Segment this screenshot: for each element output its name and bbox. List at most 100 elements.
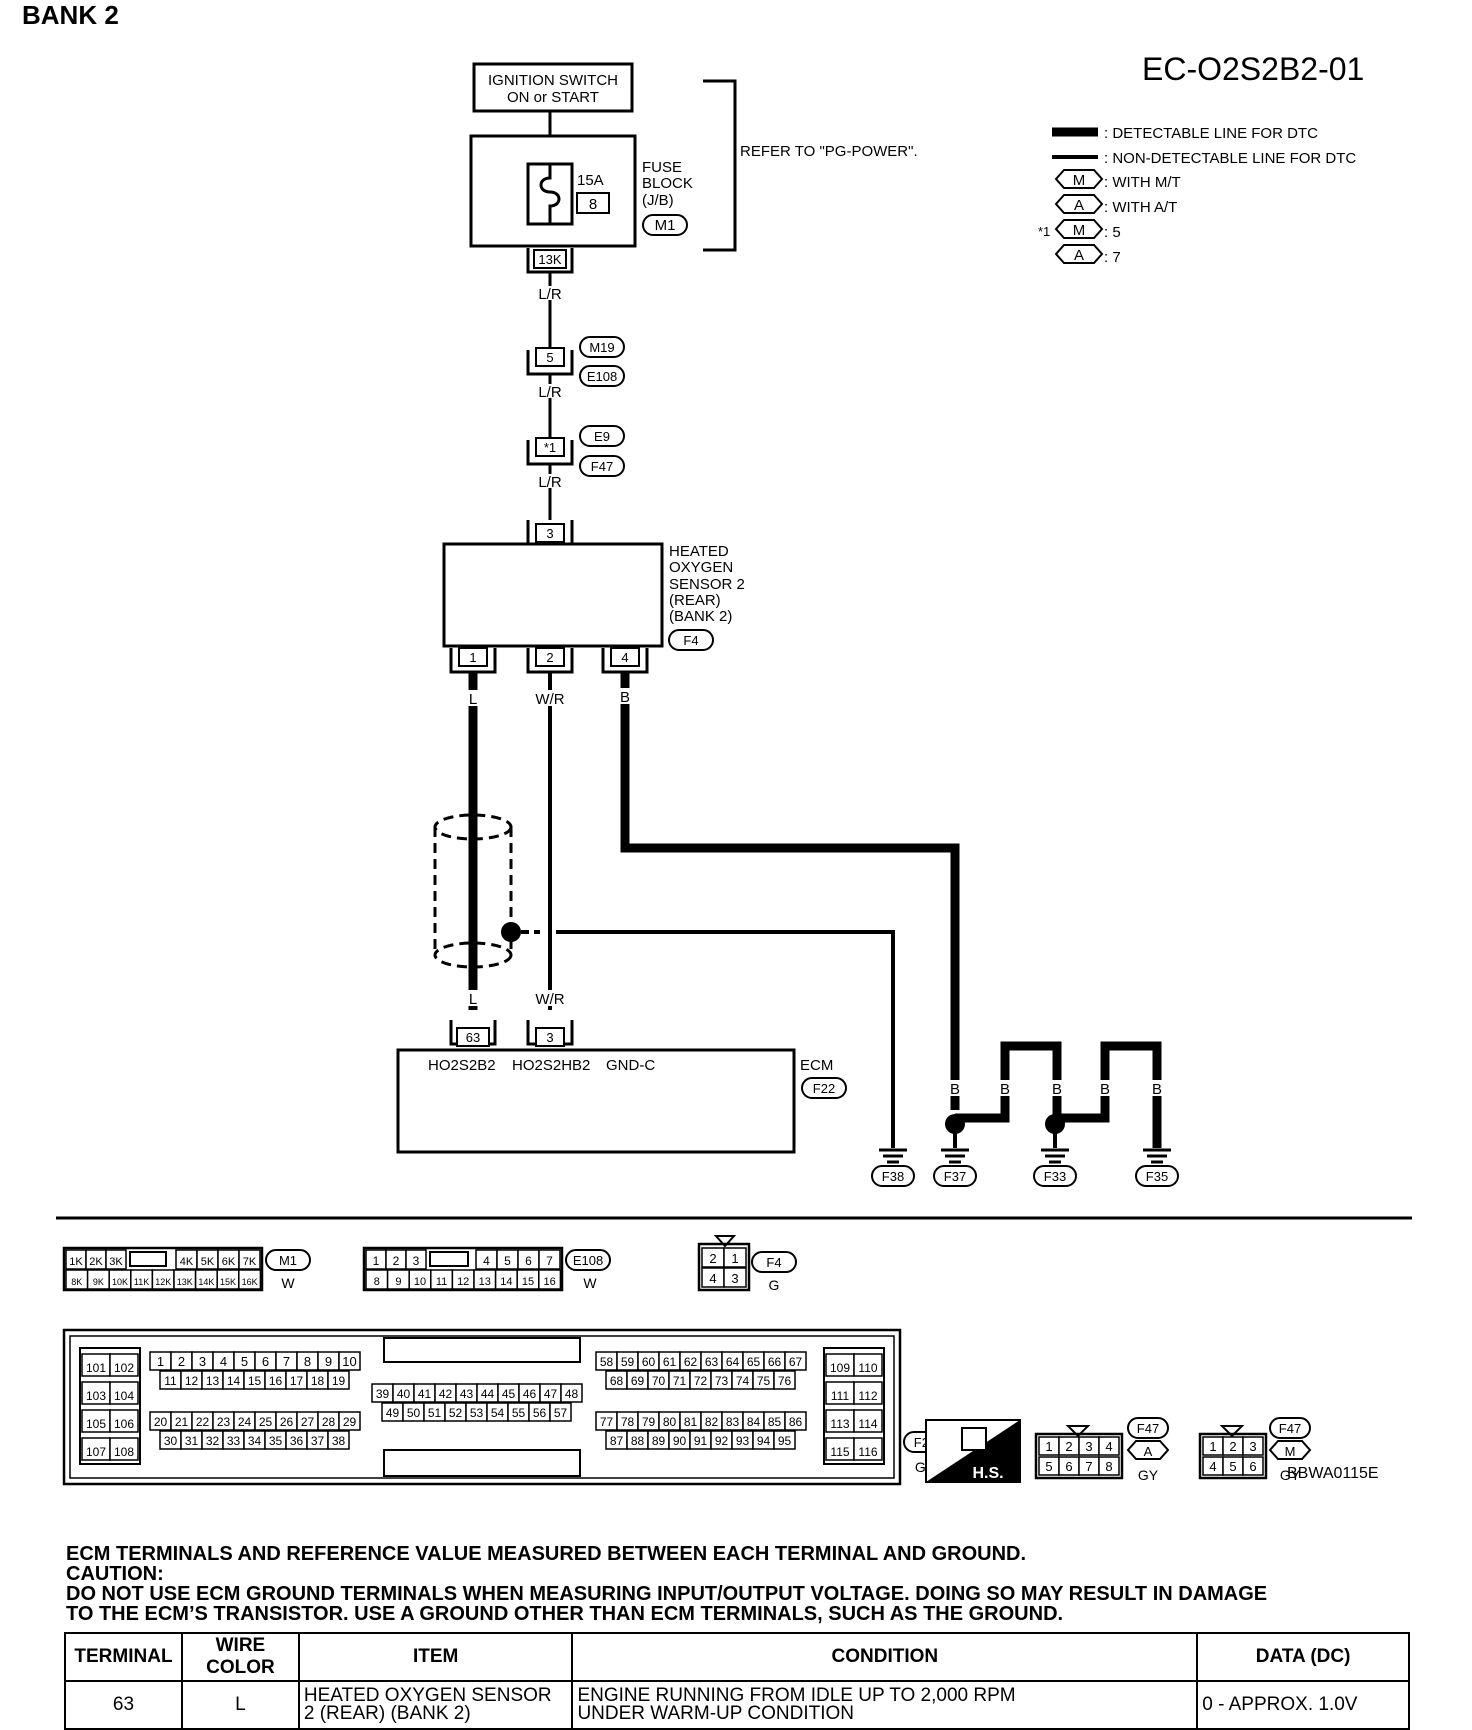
f22-cell — [773, 1370, 796, 1390]
e9-pin-box — [535, 437, 565, 457]
f22-pin-label: 76 — [778, 1374, 792, 1388]
cell-data: 0 - APPROX. 1.0V — [1196, 1680, 1410, 1730]
diagram-id: EC-O2S2B2-01 — [1142, 51, 1364, 87]
f22-pin-label: 82 — [705, 1415, 719, 1429]
m1-pin-label: 7K — [243, 1256, 257, 1268]
shield-icon — [433, 813, 513, 969]
f4-pin-label: 4 — [709, 1271, 716, 1286]
f22-pin-label: 13 — [206, 1374, 220, 1388]
caution-text-2: TO THE ECM’S TRANSISTOR. USE A GROUND OT… — [66, 1603, 1064, 1625]
e108-pin-label: 10 — [414, 1276, 426, 1288]
f47-at-pin-label: 6 — [1065, 1459, 1072, 1474]
ecm-conn-oval — [801, 1077, 847, 1099]
sensor-pin4: 4 — [621, 650, 628, 665]
e108-pin-label: 11 — [436, 1276, 447, 1288]
f22-pin-label: 57 — [554, 1406, 568, 1420]
ground-f33-oval — [1033, 1165, 1077, 1187]
ecm-conn-id: F22 — [813, 1081, 835, 1096]
oxygen-sensor-box — [442, 542, 664, 648]
e108-pin-label: 14 — [500, 1276, 512, 1288]
f22-pin-label: 63 — [705, 1355, 719, 1369]
f22-pin-label: 84 — [747, 1415, 761, 1429]
f4-oval — [751, 1251, 797, 1273]
f47-mt-pin-label: 6 — [1249, 1459, 1256, 1474]
ignition-label-1: IGNITION SWITCH — [488, 72, 618, 89]
f22-pin-label: 51 — [428, 1406, 442, 1420]
f22-pin-label: 42 — [439, 1387, 453, 1401]
e108-pin-label: 13 — [479, 1276, 491, 1288]
f22-pin-label: 4 — [220, 1354, 227, 1369]
f22-pin-label: 102 — [114, 1361, 134, 1375]
m1-cell — [105, 1249, 127, 1270]
f47-mt-key-icon — [1219, 1425, 1245, 1438]
m1-oval — [265, 1249, 311, 1271]
reference-title: ECM TERMINALS AND REFERENCE VALUE MEASUR… — [66, 1543, 1027, 1565]
f47-at-pin-label: 1 — [1045, 1439, 1052, 1454]
refer-text: REFER TO "PG-POWER". — [740, 143, 918, 160]
f22-cell — [109, 1409, 139, 1433]
sensor-pin2: 2 — [546, 650, 553, 665]
f47-mt-pin-label: 4 — [1209, 1459, 1216, 1474]
f22-pin-label: 7 — [283, 1354, 290, 1369]
lr-label-1: L/R — [538, 286, 562, 303]
f22-pin-label: 107 — [86, 1445, 106, 1459]
f22-pin-label: 74 — [736, 1374, 750, 1388]
f47-at-key-icon — [1065, 1425, 1091, 1438]
f22-pin-label: 80 — [663, 1415, 677, 1429]
f22-pin-label: 95 — [778, 1434, 792, 1448]
caution-text-1: DO NOT USE ECM GROUND TERMINALS WHEN MEA… — [66, 1583, 1268, 1605]
at-pin-hex-label: A — [1074, 247, 1084, 264]
ecm-label: ECM — [800, 1057, 833, 1074]
f22-pin-label: 73 — [715, 1374, 729, 1388]
f22-pin-label: 37 — [311, 1434, 325, 1448]
fuse-amp: 15A — [577, 172, 604, 189]
f4-cell — [723, 1267, 747, 1288]
f22-cell — [109, 1381, 139, 1405]
e108-pin-label: 7 — [546, 1254, 553, 1268]
f22-pin-label: 108 — [114, 1445, 134, 1459]
f22-pin-label: 3 — [199, 1354, 206, 1369]
m1-pin-label: 16K — [242, 1277, 258, 1287]
f22-pin-label: 56 — [533, 1406, 547, 1420]
harness-side-icon: H.S. — [925, 1419, 1021, 1483]
f47-mt-pin-label: 1 — [1209, 1439, 1216, 1454]
f22-cell — [784, 1351, 807, 1371]
f22-pin-label: 35 — [269, 1434, 283, 1448]
f47-at-color: GY — [1138, 1467, 1159, 1483]
legend-detectable-text: : DETECTABLE LINE FOR DTC — [1104, 125, 1318, 142]
f47-mt-housing — [1198, 1432, 1268, 1480]
f47-mt-hex-label: M — [1285, 1444, 1296, 1459]
bank-title: BANK 2 — [22, 0, 119, 30]
f22-pin-label: 16 — [269, 1374, 283, 1388]
f47-at-hex-icon — [1126, 1440, 1170, 1460]
legend: : DETECTABLE LINE FOR DTC : NON-DETECTAB… — [1038, 125, 1356, 266]
ecm-pin3: 3 — [546, 1030, 553, 1045]
b-label-bg-3 — [1047, 1080, 1067, 1096]
f22-pin-label: 55 — [512, 1406, 526, 1420]
cell-item-line2: 2 (REAR) (BANK 2) — [303, 1703, 471, 1724]
legend-non-detectable-text: : NON-DETECTABLE LINE FOR DTC — [1104, 150, 1356, 167]
col-condition: CONDITION — [571, 1632, 1199, 1682]
fuse-pin-box — [533, 249, 567, 269]
b-label-2: B — [1000, 1081, 1010, 1098]
wr-label-bg-bottom — [530, 990, 570, 1006]
f22-pin-label: 71 — [673, 1374, 687, 1388]
shield-drain-wire — [556, 930, 895, 1148]
ground-f38-oval — [871, 1165, 915, 1187]
ground-f35: F35 — [1135, 1148, 1179, 1187]
e9-oval — [579, 425, 625, 447]
f47-mt-cell — [1242, 1436, 1264, 1456]
fuse-number-box — [576, 192, 610, 214]
b-label-bg-4 — [1095, 1080, 1115, 1096]
f22-pin-label: 29 — [343, 1415, 357, 1429]
ground-f38-id: F38 — [882, 1169, 904, 1184]
ecm-term-3: GND-C — [606, 1057, 655, 1074]
caution-heading: CAUTION: — [66, 1563, 164, 1585]
f33-splice — [1045, 1114, 1065, 1134]
f4-housing — [697, 1242, 751, 1292]
sensor-label-3: SENSOR 2 — [669, 576, 745, 593]
fuse-block-label-3: (J/B) — [642, 192, 674, 209]
f22-cell — [109, 1353, 139, 1377]
